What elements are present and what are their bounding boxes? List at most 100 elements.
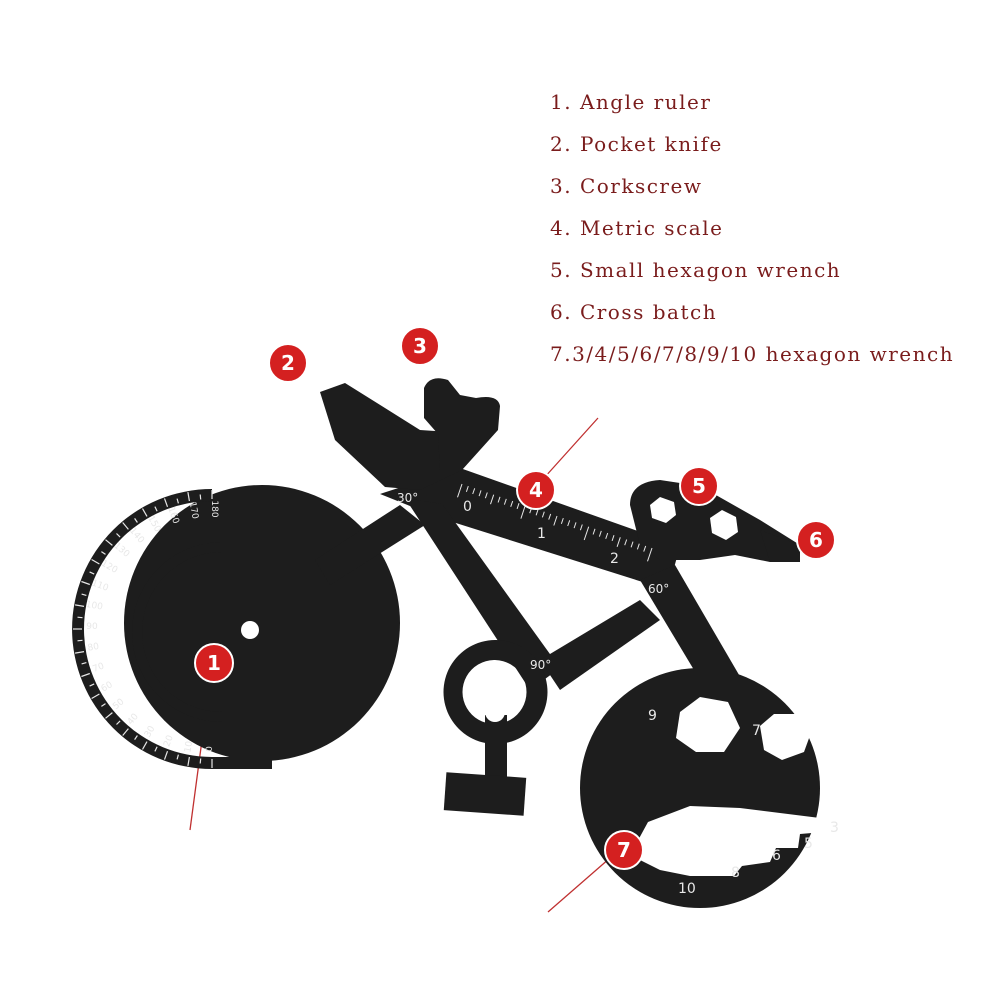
tool-engravings: 30° 60° 90° 0 1 2 9 7 3 5 6 8 10 (397, 491, 839, 897)
wrench-size-8: 8 (731, 865, 740, 881)
marker-1: 1 (194, 643, 234, 683)
ruler-tick (636, 543, 640, 550)
marker-7-circle (604, 830, 644, 870)
protractor-tick (75, 604, 85, 607)
marker-5-label: 5 (692, 474, 706, 498)
frame-down-tube (405, 498, 560, 690)
protractor-tick (91, 558, 100, 565)
wrench-size-7: 7 (752, 723, 761, 739)
wrench-size-9: 9 (648, 708, 657, 724)
ruler-tick (630, 541, 634, 548)
ruler-tick (567, 520, 571, 527)
ruler-tick (643, 545, 647, 552)
hex-hole-7 (760, 714, 812, 760)
marker-7: 7 (604, 830, 644, 870)
ruler-tick (497, 496, 501, 503)
protractor-label: 20 (162, 734, 175, 748)
protractor-tick (101, 703, 106, 707)
protractor-label: 90 (86, 622, 98, 632)
ruler-label-2: 2 (610, 551, 619, 567)
crank-arm (485, 715, 507, 785)
ruler-tick (548, 513, 552, 520)
corkscrew-handlebar (424, 378, 500, 470)
ruler-tick (516, 503, 520, 510)
marker-1-label: 1 (207, 651, 221, 675)
ruler-tick (457, 483, 463, 498)
frame-chain-stay (540, 600, 660, 690)
ruler-tick (583, 526, 590, 541)
legend-item-small-hexagon-wrench: 5. Small hexagon wrench (550, 258, 842, 282)
legend-item-angle-ruler: 1. Angle ruler (550, 90, 712, 114)
frame-seat-stay (315, 505, 425, 585)
legend-item-pocket-knife: 2. Pocket knife (550, 132, 723, 156)
small-hex-hole-2 (710, 510, 738, 540)
ruler-tick (535, 509, 539, 516)
protractor-label: 10 (183, 740, 195, 753)
protractor-tick (199, 758, 202, 764)
marker-1-circle (194, 643, 234, 683)
legend-item-metric-scale: 4. Metric scale (550, 216, 724, 240)
marker-3-label: 3 (413, 334, 427, 358)
ruler-label-1: 1 (537, 526, 546, 542)
marker-3-circle (400, 326, 440, 366)
protractor-tick (89, 571, 95, 575)
protractor-tick (199, 494, 202, 500)
protractor-label: 130 (112, 541, 132, 560)
protractor-tick (122, 728, 129, 736)
protractor-label: 110 (90, 578, 110, 593)
ruler-tick (520, 505, 526, 519)
ruler-tick (560, 517, 564, 524)
protractor-tick (81, 593, 87, 596)
protractor-label: 170 (187, 501, 200, 520)
ruler-tick (592, 528, 596, 535)
ruler-tick (472, 488, 476, 495)
legend-item-hexagon-wrench-set: 7.3/4/5/6/7/8/9/10 hexagon wrench (550, 342, 955, 366)
wrench-size-10: 10 (678, 881, 696, 897)
tool-body (72, 378, 820, 908)
protractor-tick (122, 522, 129, 530)
protractor-tick (134, 735, 138, 740)
ruler-tick (541, 511, 545, 518)
protractor-tick (77, 616, 83, 619)
ruler-tick (598, 530, 602, 537)
marker-2: 2 (268, 343, 308, 383)
marker-3: 3 (400, 326, 440, 366)
marker-5: 5 (679, 466, 719, 506)
protractor-tick (81, 580, 91, 586)
protractor-tick (154, 506, 158, 512)
protractor-tick (105, 712, 113, 719)
marker-6-label: 6 (809, 528, 823, 552)
ruler-tick (465, 485, 469, 492)
protractor-tick (116, 533, 121, 538)
ruler-tick (553, 515, 558, 526)
hex-hole-9 (676, 697, 740, 752)
ruler-tick (616, 537, 621, 547)
protractor-tick (154, 746, 158, 752)
legend-item-cross-batch: 6. Cross batch (550, 300, 718, 324)
marker-2-circle (268, 343, 308, 383)
small-hex-hole-1 (650, 497, 676, 523)
protractor-label: 40 (126, 712, 141, 727)
ruler-label-0: 0 (463, 499, 472, 515)
marker-5-circle (679, 466, 719, 506)
wrench-size-5: 5 (804, 836, 813, 852)
frame-fork (640, 565, 742, 700)
protractor-label: 100 (85, 600, 104, 613)
wrench-size-6: 6 (772, 848, 781, 864)
cross-batch-tip (760, 530, 800, 562)
protractor-label: 30 (143, 724, 158, 739)
angle-label-90: 90° (530, 658, 551, 672)
protractor-label: 80 (87, 642, 100, 654)
protractor-label: 60 (100, 680, 115, 695)
protractor-tick (134, 518, 138, 523)
ruler-tick (611, 535, 615, 542)
protractor-tick (91, 693, 100, 700)
legend-list: 1. Angle ruler 2. Pocket knife 3. Corksc… (550, 86, 954, 380)
stepped-hex-wrench-slot (630, 806, 824, 876)
ruler-tick (579, 524, 583, 531)
marker-7-label: 7 (617, 838, 631, 862)
protractor-tick (187, 492, 190, 502)
numbered-markers: 1 2 3 4 5 6 7 (194, 326, 836, 870)
crank-ring (443, 640, 548, 744)
